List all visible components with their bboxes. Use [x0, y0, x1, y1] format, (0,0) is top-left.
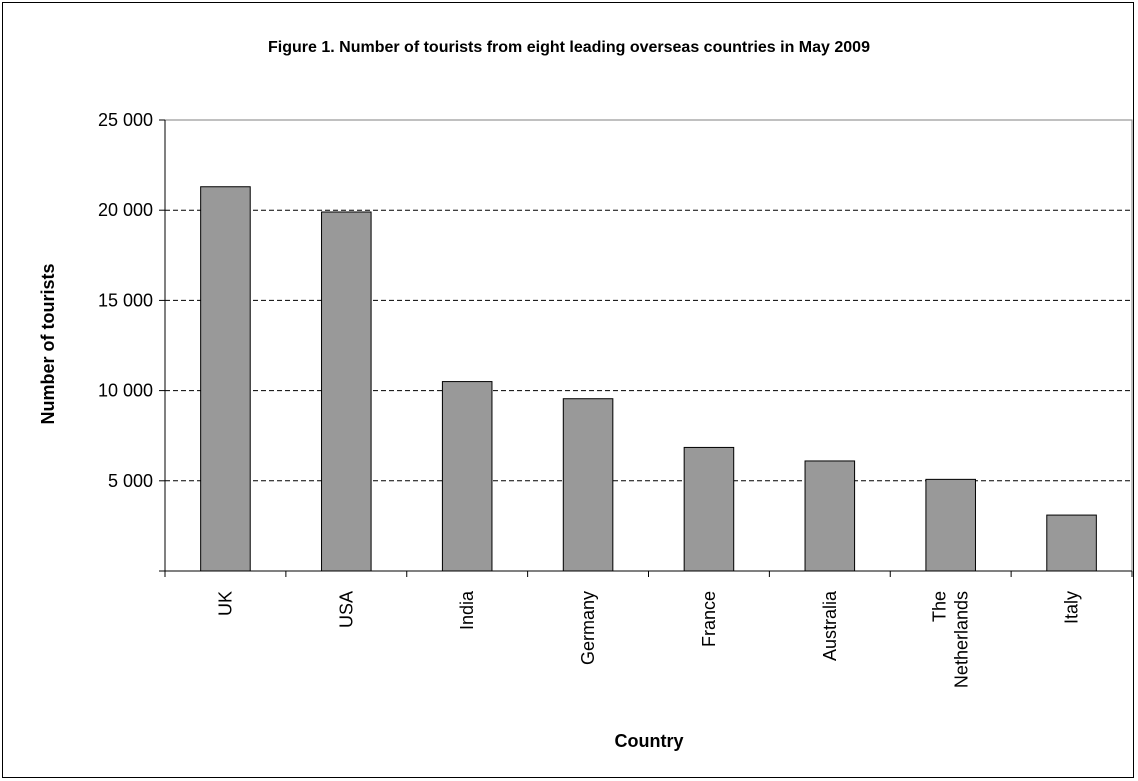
x-tick-label: The	[930, 591, 950, 622]
x-tick-label: UK	[215, 591, 235, 616]
x-tick-label: India	[457, 590, 477, 630]
bar	[925, 478, 976, 572]
y-tick-label: 10 000	[98, 381, 153, 401]
plot-area-border	[164, 119, 1133, 572]
bars	[200, 186, 1097, 572]
bar	[321, 211, 372, 572]
gridlines	[165, 119, 1132, 482]
axes	[159, 119, 1133, 577]
x-tick-label: France	[699, 591, 719, 647]
bar	[441, 381, 493, 572]
x-tick-label: Netherlands	[952, 591, 972, 688]
bar-chart: Figure 1. Number of tourists from eight …	[38, 39, 1133, 751]
bar	[562, 398, 614, 572]
bar	[1046, 514, 1097, 572]
y-tick-label: 5 000	[108, 471, 153, 491]
bar	[804, 460, 856, 572]
y-tick-label: 20 000	[98, 200, 153, 220]
x-tick-label: USA	[336, 591, 356, 628]
x-axis-title: Country	[615, 731, 684, 751]
y-tick-labels: 5 000 10 000 15 000 20 000 25 000	[98, 110, 153, 491]
x-tick-label: Australia	[820, 590, 840, 661]
y-axis-title: Number of tourists	[38, 263, 58, 424]
y-tick-label: 15 000	[98, 290, 153, 310]
x-tick-label: Italy	[1062, 591, 1082, 624]
bar	[683, 446, 735, 572]
x-tick-label: Germany	[578, 591, 598, 665]
bar	[200, 186, 251, 572]
chart-title: Figure 1. Number of tourists from eight …	[268, 39, 870, 56]
y-tick-label: 25 000	[98, 110, 153, 130]
